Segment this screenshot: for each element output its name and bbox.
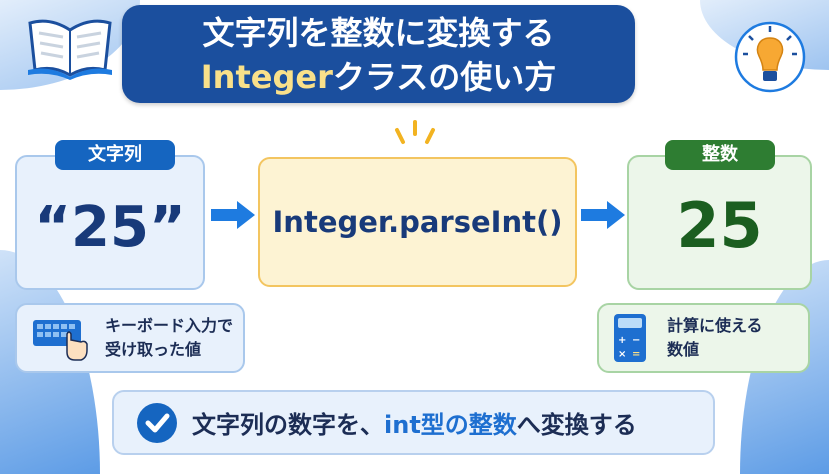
svg-text:×: × <box>618 349 626 360</box>
output-note-line2: 数値 <box>667 340 700 359</box>
summary-part3: へ変換する <box>516 411 637 439</box>
input-value: “25” <box>34 195 186 260</box>
title-line2: Integerクラスの使い方 <box>122 55 635 99</box>
book-icon <box>28 19 112 80</box>
lightbulb-icon <box>734 21 806 93</box>
method-label: Integer.parseInt() <box>272 205 563 239</box>
summary-part1: 文字列の数字を、 <box>192 411 384 439</box>
input-note-bubble: キーボード入力で 受け取った値 <box>15 303 245 373</box>
title-line2-rest: クラスの使い方 <box>332 58 557 96</box>
output-box: 25 <box>627 155 812 290</box>
page-title: 文字列を整数に変換する Integerクラスの使い方 <box>122 5 635 103</box>
svg-text:=: = <box>632 349 640 360</box>
svg-text:−: − <box>632 335 640 346</box>
svg-text:+: + <box>618 335 626 346</box>
input-note-line2: 受け取った値 <box>105 340 202 359</box>
title-line1: 文字列を整数に変換する <box>202 14 555 52</box>
output-note-bubble: +−× = 計算に使える 数値 <box>597 303 810 373</box>
keyboard-icon <box>33 320 88 361</box>
summary-highlight: int型の整数 <box>384 411 517 439</box>
input-note-line1: キーボード入力で <box>105 316 234 335</box>
check-icon <box>137 402 177 443</box>
sparkle-icon <box>395 120 435 144</box>
method-box: Integer.parseInt() <box>258 157 577 287</box>
summary-bar: 文字列の数字を、int型の整数へ変換する <box>112 390 715 455</box>
title-highlight: Integer <box>200 58 333 96</box>
output-note-line1: 計算に使える <box>667 316 763 335</box>
arrow-right-icon <box>581 201 625 229</box>
input-tab: 文字列 <box>55 140 175 170</box>
output-tab: 整数 <box>665 140 775 170</box>
arrow-right-icon <box>211 201 255 229</box>
calculator-icon: +−× = <box>614 314 646 362</box>
output-value: 25 <box>676 189 763 262</box>
input-box: “25” <box>15 155 205 290</box>
